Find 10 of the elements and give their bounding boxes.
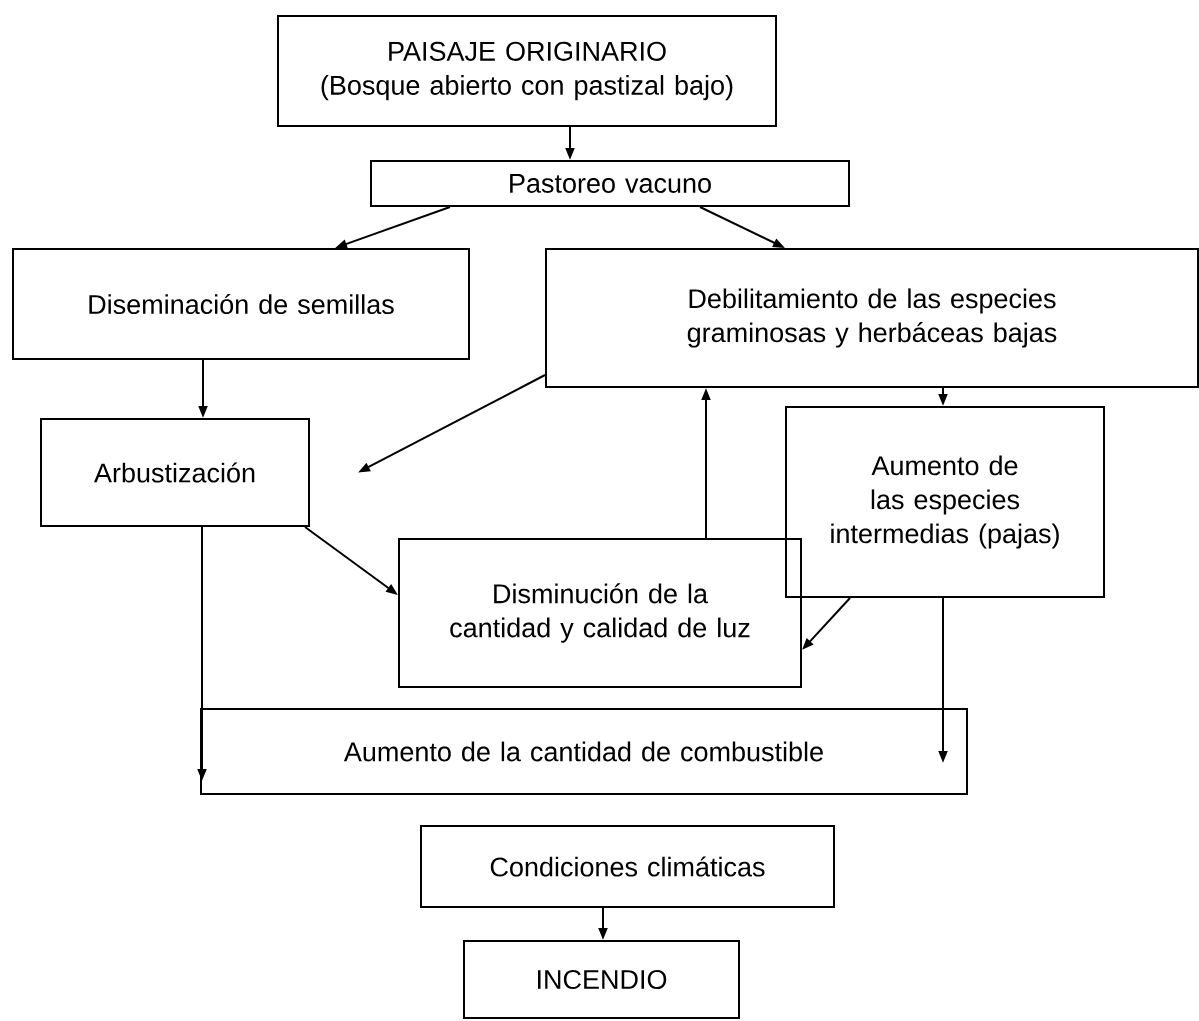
process-box: Arbustización: [40, 418, 310, 527]
process-box: Diseminación de semillas: [12, 248, 470, 360]
process-box: Aumento de la cantidad de combustible: [200, 708, 968, 795]
process-box: Pastoreo vacuno: [370, 160, 850, 207]
title-box: PAISAJE ORIGINARIO (Bosque abierto con pastizal bajo): [277, 15, 777, 127]
process-box: Debilitamiento de las especies graminosas y herbáceas bajas: [545, 248, 1199, 388]
outcome-box: INCENDIO: [463, 940, 740, 1019]
process-box: Aumento de las especies intermedias (pajas): [785, 406, 1105, 598]
process-box: Disminución de la cantidad y calidad de luz: [398, 538, 802, 688]
process-box: Condiciones climáticas: [420, 825, 835, 908]
